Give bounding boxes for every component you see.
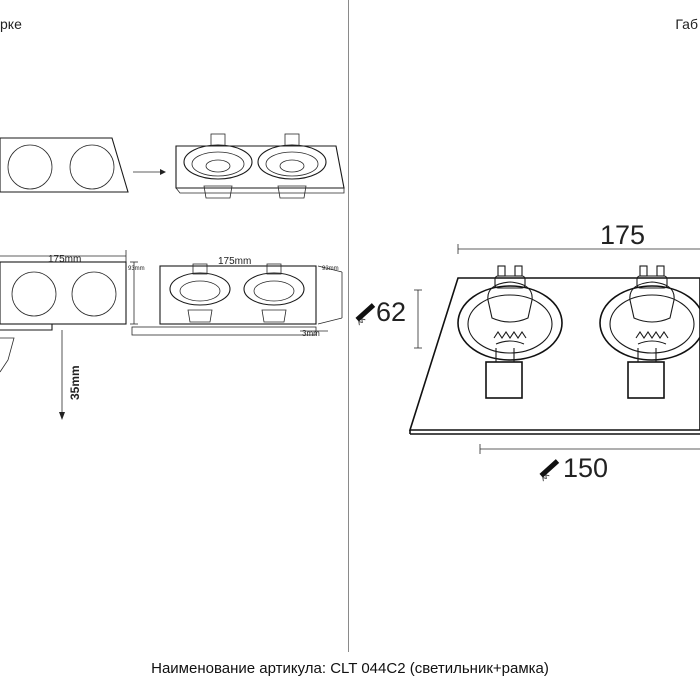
saw-icon [539,459,560,482]
arrow-right-icon [133,169,166,175]
spring-right [635,331,669,345]
cutout-frame-outline [0,137,129,193]
lamp-ring-left [457,285,563,361]
depth-label: 35mm [68,365,82,400]
fixture-ring-left [183,144,253,180]
frame-height-label: 93mm [322,266,339,272]
lamp-reflector-left [487,281,533,323]
cutout-dimension-view: 175mm 93mm [0,250,145,325]
fixture-ring-right [257,144,327,180]
spring-left [493,331,527,345]
lamp-right [599,265,700,399]
side-profile-view: 35mm [0,323,82,420]
cutout-frame-view [0,137,129,193]
height-dimension: 62 [355,289,422,349]
length-dimension: 175 [457,220,700,254]
clip-right [627,361,665,399]
frame-dimension-view: 175mm 93mm [159,256,343,325]
cutout-label: 150 [563,453,608,483]
product-caption: Наименование артикула: CLT 044C2 (светил… [151,660,549,677]
socket-top-left [210,133,226,147]
thickness-strip [131,326,317,336]
left-section-heading: рке [0,16,22,32]
thickness-label: 3mm [302,329,320,338]
right-section-heading: Габ [675,16,698,32]
cutout-width-label: 175mm [48,254,81,265]
spring-clip-right [277,185,307,199]
fixture-assembly-view [175,133,345,199]
socket-top-right [284,133,300,147]
lamp-left [457,265,563,399]
length-label: 175 [600,220,645,250]
height-label: 62 [376,297,406,327]
lamp-ring-right [599,285,700,361]
cutout-hole-right [69,144,115,190]
frame-width-label: 175mm [218,256,251,267]
lamp-reflector-right [629,281,675,323]
fixture-perspective [408,265,700,435]
thickness-view: 3mm [131,326,328,338]
cutout-dimension: 150 [479,444,700,483]
saw-icon [355,303,376,326]
cutout-plate [0,261,127,325]
perspective-frame [408,277,700,431]
clip-left [485,361,523,399]
cutout-hole-left [7,144,53,190]
frame-plate [159,265,317,325]
spring-clip-left [203,185,233,199]
panel-divider [348,0,349,652]
socket-left [494,275,526,289]
socket-right [636,275,668,289]
cutout-height-label: 93mm [128,266,145,272]
